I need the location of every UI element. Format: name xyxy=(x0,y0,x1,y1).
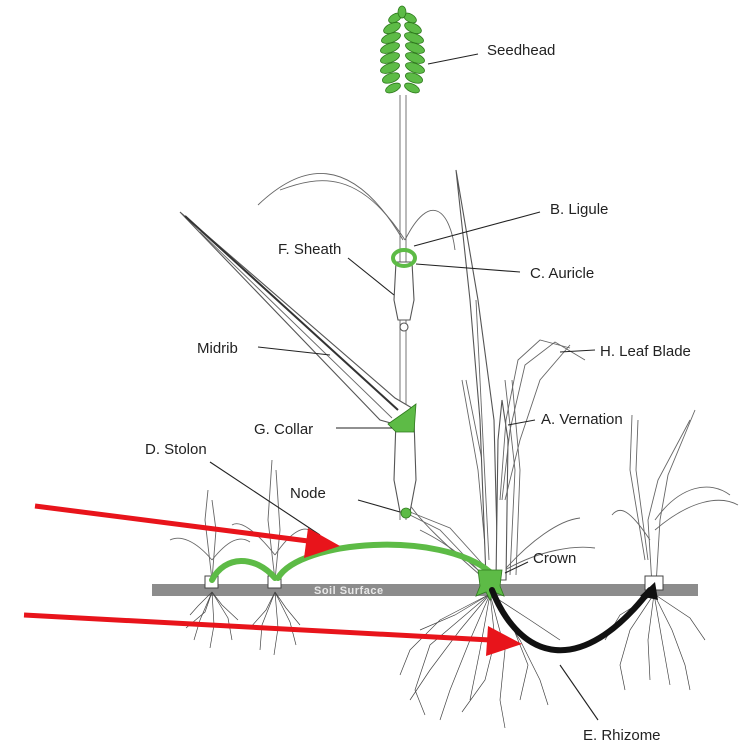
label-seedhead: Seedhead xyxy=(487,42,555,59)
label-collar: G. Collar xyxy=(254,421,313,438)
label-rhizome: E. Rhizome xyxy=(583,727,661,744)
main-tiller xyxy=(410,170,595,580)
label-vernation: A. Vernation xyxy=(541,411,623,428)
stolon-green xyxy=(212,545,490,580)
node-dot xyxy=(401,508,411,518)
roots-second xyxy=(250,592,300,655)
arrow-to-stolon xyxy=(35,506,316,542)
roots-crown xyxy=(400,594,560,728)
roots-left xyxy=(186,592,238,648)
roots-right xyxy=(605,594,705,690)
arrow-to-rhizome xyxy=(24,615,490,640)
label-auricle: C. Auricle xyxy=(530,265,594,282)
soil-surface-band xyxy=(152,584,698,596)
label-stolon: D. Stolon xyxy=(145,441,207,458)
label-node: Node xyxy=(290,485,326,502)
leader-lines xyxy=(210,54,598,720)
soil-surface-label: Soil Surface xyxy=(314,585,384,597)
right-tiller xyxy=(612,410,738,590)
label-crown: Crown xyxy=(533,550,576,567)
label-midrib: Midrib xyxy=(197,340,238,357)
seedhead xyxy=(379,6,426,95)
label-sheath: F. Sheath xyxy=(278,241,341,258)
label-ligule: B. Ligule xyxy=(550,201,608,218)
label-leaf-blade: H. Leaf Blade xyxy=(600,343,691,360)
